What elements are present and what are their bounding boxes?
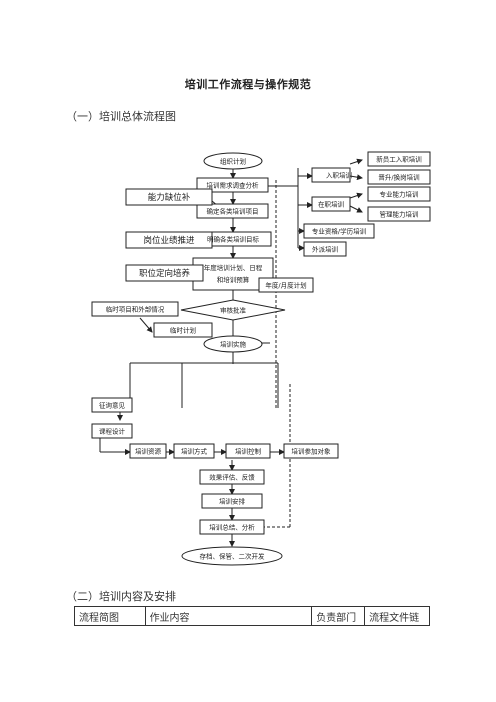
skill-label: 专业能力培训 — [380, 190, 419, 199]
course-box — [91, 423, 133, 439]
resource-label-1: 培训资源 — [135, 447, 162, 456]
new-staff-label: 新员工入职培训 — [376, 155, 422, 164]
cert-label: 专业资格/学历培训 — [312, 227, 366, 236]
mgmt-label: 管理能力培训 — [380, 210, 419, 219]
table-header-row: 流程简图 作业内容 负责部门 流程文件链 — [74, 606, 430, 626]
resource-box-3 — [225, 443, 271, 459]
resource-label-4: 培训参加对象 — [292, 447, 332, 456]
goals-label: 明确各类培训目标 — [207, 235, 260, 244]
needs-label: 培训需求调查分析 — [207, 181, 260, 190]
resource-label-2: 培训方式 — [181, 447, 208, 456]
arrange-box — [201, 493, 263, 509]
annual-box — [258, 277, 314, 293]
feedback-in-label: 征询意见 — [99, 401, 126, 410]
new-staff-box — [367, 151, 431, 167]
annual-label: 年度/月度计划 — [265, 281, 306, 290]
summary-box — [199, 519, 265, 535]
document-title: 培训工作流程与操作规范 — [184, 78, 312, 91]
cert-box — [303, 223, 375, 239]
summary-label: 培训总结、分析 — [209, 523, 255, 532]
archive-node — [181, 546, 283, 566]
promotion-label: 晋升/换岗培训 — [378, 173, 419, 182]
input-box-2 — [125, 231, 213, 249]
feedback-in-box — [91, 397, 133, 413]
plan-label-1: 年度培训计划、日程 — [204, 263, 263, 272]
input-box-1 — [125, 188, 213, 206]
col-header-docs: 流程文件链 — [364, 606, 430, 626]
archive-label: 存档、保管、二次开发 — [200, 552, 266, 561]
temp-plan-label: 临时计划 — [170, 326, 196, 335]
process-table: 流程简图 作业内容 负责部门 流程文件链 — [74, 606, 430, 626]
external-box — [303, 241, 347, 257]
arrange-label: 培训安排 — [219, 497, 246, 506]
onboarding-box — [311, 167, 351, 183]
temp-items-label: 临时项目和外部情况 — [106, 305, 165, 314]
promotion-box — [367, 169, 431, 185]
section-heading-2: （二）培训内容及安排 — [66, 590, 176, 603]
evaluate-box — [199, 469, 265, 485]
resource-label-3: 培训控制 — [235, 447, 262, 456]
col-header-dept: 负责部门 — [311, 606, 366, 626]
section-heading-1: （一）培训总体流程图 — [66, 110, 176, 123]
plan-label-2: 和培训预算 — [217, 275, 250, 284]
start-label: 组织计划 — [220, 157, 246, 166]
external-label: 外派培训 — [312, 245, 338, 254]
onjob-box — [311, 196, 351, 212]
start-node — [203, 152, 263, 170]
resource-box-4 — [283, 443, 339, 459]
col-header-diagram: 流程简图 — [74, 606, 146, 626]
temp-items-box — [91, 301, 179, 317]
course-label: 课程设计 — [99, 427, 126, 436]
input-label-1: 能力缺位补 — [148, 192, 191, 203]
resource-box-1 — [129, 443, 167, 459]
input-box-3 — [125, 264, 204, 282]
col-header-content: 作业内容 — [144, 606, 313, 626]
evaluate-label: 效果评估、反馈 — [209, 473, 255, 482]
onboarding-label: 入职培训 — [326, 171, 352, 180]
resource-box-2 — [173, 443, 215, 459]
approve-label: 审核批准 — [220, 306, 247, 315]
confirm-box — [196, 203, 269, 219]
onjob-label: 在职培训 — [318, 200, 344, 209]
implement-node — [203, 335, 263, 353]
temp-plan-box — [153, 322, 213, 338]
confirm-label: 确定各类培训项目 — [207, 207, 259, 216]
input-label-2: 岗位业绩推进 — [143, 235, 195, 246]
input-label-3: 职位定向培养 — [139, 268, 191, 279]
skill-box — [367, 186, 431, 202]
implement-label: 培训实施 — [220, 340, 247, 349]
needs-box — [196, 177, 269, 193]
mgmt-box — [367, 206, 431, 222]
approve-node — [180, 299, 286, 321]
